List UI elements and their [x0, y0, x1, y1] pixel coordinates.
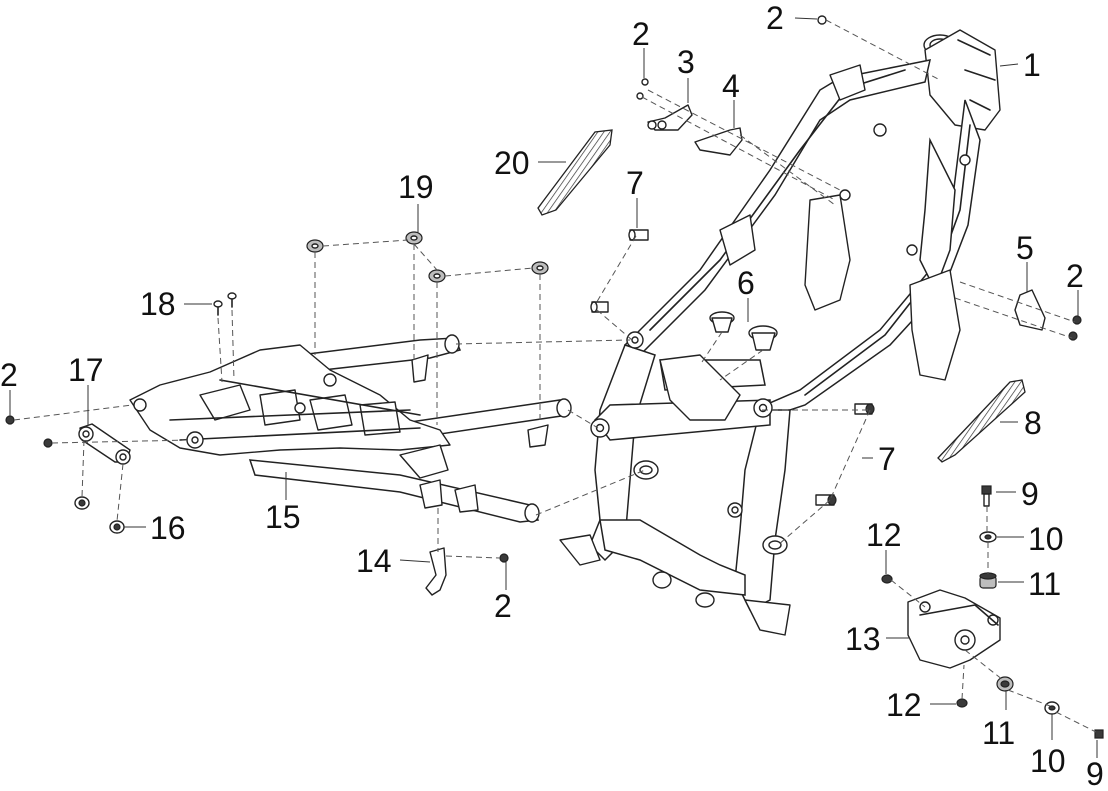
- pivot-pin-7-upper: [590, 229, 649, 313]
- leader-lines: [9, 17, 1098, 758]
- bolt-12: [881, 574, 968, 708]
- callout-8: 8: [1024, 405, 1042, 441]
- bolt-2: [5, 15, 1082, 563]
- callout-7-upper: 7: [626, 165, 644, 201]
- callout-3: 3: [677, 44, 695, 80]
- callout-11-lower: 11: [982, 715, 1015, 751]
- callout-9-upper: 9: [1021, 476, 1039, 512]
- callout-15: 15: [265, 499, 301, 535]
- callout-7-lower: 7: [878, 441, 896, 477]
- callout-2-upper-left: 2: [632, 16, 650, 52]
- callout-14: 14: [356, 543, 392, 579]
- callout-4: 4: [722, 68, 740, 104]
- main-frame: [559, 29, 1001, 636]
- rear-subframe: [129, 334, 572, 523]
- bolt-9: [981, 485, 1104, 739]
- bracket-4: [694, 127, 743, 156]
- screw-18: [213, 292, 237, 316]
- callout-12-lower: 12: [886, 687, 922, 723]
- callout-5: 5: [1016, 230, 1034, 266]
- grommet-16: [74, 496, 125, 534]
- callout-6: 6: [737, 265, 755, 301]
- callout-17: 17: [68, 352, 104, 388]
- callout-2-left: 2: [0, 357, 18, 393]
- callout-2-bottom: 2: [494, 588, 512, 624]
- engine-mount-bracket-13: [907, 589, 1001, 669]
- callout-12-upper: 12: [866, 517, 902, 553]
- callout-10-upper: 10: [1028, 521, 1064, 557]
- link-17: [78, 423, 131, 465]
- side-mesh-cover-right: [937, 379, 1026, 463]
- bracket-5: [1014, 289, 1046, 331]
- callout-10-lower: 10: [1030, 743, 1066, 779]
- callout-13: 13: [845, 621, 881, 657]
- callout-18: 18: [140, 286, 176, 322]
- callout-20: 20: [494, 145, 530, 181]
- callout-16: 16: [150, 510, 186, 546]
- callout-2-right: 2: [1066, 258, 1084, 294]
- pivot-pin-7-lower: [815, 403, 875, 506]
- callout-11-upper: 11: [1028, 566, 1061, 602]
- callout-9-lower: 9: [1086, 756, 1104, 791]
- bushing-11: [979, 572, 1014, 692]
- assembly-lines: [13, 19, 1097, 733]
- washer-19: [306, 231, 549, 283]
- bracket-14: [425, 547, 447, 596]
- callout-19: 19: [398, 169, 434, 205]
- callout-2-top: 2: [766, 0, 784, 36]
- callout-1: 1: [1023, 47, 1041, 83]
- rubber-mount-6: [709, 311, 778, 351]
- side-mesh-cover-left: [537, 129, 613, 216]
- bracket-3: [647, 104, 693, 131]
